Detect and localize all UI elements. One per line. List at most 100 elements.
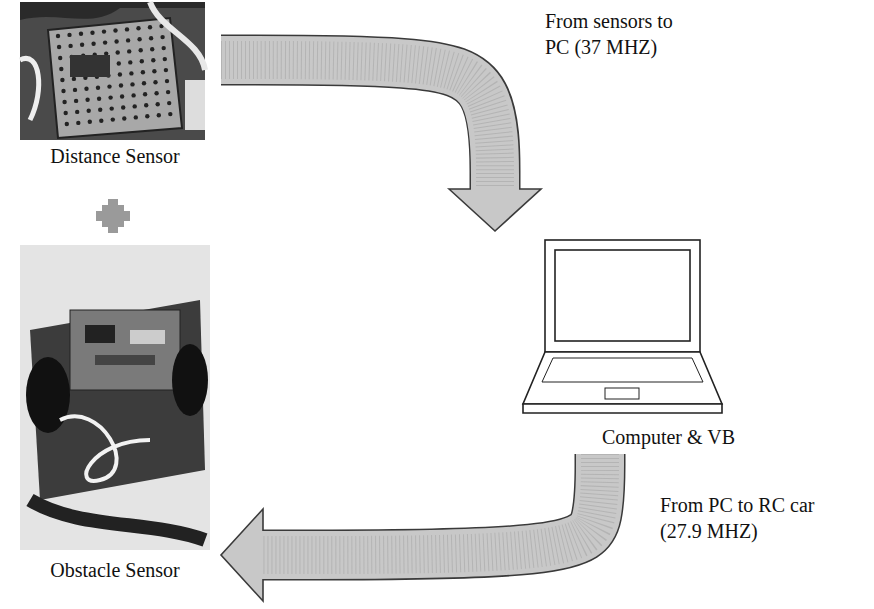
perfboard-hole (136, 26, 140, 30)
perfboard-hole (116, 50, 120, 54)
laptop-screen (555, 250, 690, 341)
perfboard-hole (117, 61, 121, 65)
perfboard-hole (143, 92, 147, 96)
perfboard-hole (99, 119, 103, 123)
cable (20, 58, 39, 120)
perfboard-hole (122, 116, 126, 120)
plus-sign (96, 199, 130, 233)
chip (85, 325, 115, 343)
chip (130, 330, 165, 344)
arrow-texture (221, 60, 495, 189)
perfboard-hole (139, 48, 143, 52)
cable (150, 2, 205, 70)
edge-label: From PC to RC car (27.9 MHZ) (660, 492, 835, 544)
perfboard-hole (118, 72, 122, 76)
perfboard-hole (98, 108, 102, 112)
perfboard (48, 18, 182, 138)
perfboard-hole (157, 113, 161, 117)
perfboard-hole (151, 58, 155, 62)
perfboard-hole (59, 67, 63, 71)
perfboard-hole (153, 80, 157, 84)
perfboard-hole (65, 122, 69, 126)
perfboard-hole (165, 79, 169, 83)
laptop-edge (523, 404, 722, 413)
perfboard-hole (152, 69, 156, 73)
perfboard-hole (88, 120, 92, 124)
perfboard-hole (63, 111, 67, 115)
picture-area (470, 235, 735, 425)
touchpad (605, 388, 639, 399)
perfboard-hole (130, 82, 134, 86)
perfboard-hole (148, 25, 152, 29)
keyboard (542, 358, 703, 382)
perfboard-hole (141, 70, 145, 74)
perfboard-hole (72, 77, 76, 81)
sensor-photo-node: Obstacle Sensor (15, 240, 215, 583)
node-caption: Computer & VB (470, 425, 735, 450)
perfboard-hole (162, 46, 166, 50)
perfboard-hole (110, 106, 114, 110)
chip (70, 55, 110, 77)
node-caption: Distance Sensor (15, 144, 215, 169)
perfboard-hole (114, 39, 118, 43)
picture-area (15, 240, 215, 558)
arrow-band (221, 60, 495, 193)
perfboard-hole (127, 49, 131, 53)
perfboard-hole (87, 109, 91, 113)
cable (60, 416, 150, 480)
perfboard-hole (58, 56, 62, 60)
perfboard-hole (111, 117, 115, 121)
sensor-photo-node: Distance Sensor (15, 2, 215, 169)
perfboard-hole (126, 38, 130, 42)
car-bumper (30, 500, 205, 540)
perfboard-hole (62, 100, 66, 104)
arrow-band (259, 454, 600, 555)
perfboard-hole (131, 93, 135, 97)
wheel (26, 357, 70, 433)
laptop-lid (545, 240, 700, 352)
perfboard-hole (113, 28, 117, 32)
perfboard-hole (67, 33, 71, 37)
arrow-texture (263, 454, 600, 555)
perfboard-hole (75, 110, 79, 114)
perfboard-hole (90, 31, 94, 35)
wheel (172, 344, 208, 416)
perfboard-hole (125, 27, 129, 31)
perfboard-hole (102, 29, 106, 33)
obstacle-sensor-photo (20, 245, 210, 550)
laptop (523, 240, 722, 413)
perfboard-hole (74, 99, 78, 103)
perfboard-hole (107, 84, 111, 88)
perfboard-hole (73, 88, 77, 92)
perfboard-holes (56, 24, 173, 126)
perfboard-hole (61, 89, 65, 93)
perfboard-hole (103, 40, 107, 44)
photo-ground (20, 245, 210, 550)
perfboard-hole (97, 97, 101, 101)
distance-sensor-photo (20, 2, 205, 140)
perfboard-hole (84, 87, 88, 91)
perfboard-hole (166, 90, 170, 94)
perfboard-hole (91, 42, 95, 46)
perfboard-hole (163, 57, 167, 61)
block-arrow (221, 60, 541, 231)
arrow-head (221, 509, 263, 601)
perfboard-hole (142, 81, 146, 85)
perfboard-hole (144, 103, 148, 107)
photo-ground (20, 2, 205, 140)
perfboard-hole (121, 105, 125, 109)
computer-node: Computer & VB (470, 235, 760, 450)
perfboard-hole (120, 94, 124, 98)
photo-shadow (20, 2, 205, 20)
perfboard-hole (156, 102, 160, 106)
perfboard-hole (85, 98, 89, 102)
perfboard-hole (140, 59, 144, 63)
perfboard-hole (128, 60, 132, 64)
perfboard-hole (80, 43, 84, 47)
perfboard-hole (96, 86, 100, 90)
perfboard-hole (167, 101, 171, 105)
edge-label: From sensors to PC (37 MHZ) (545, 8, 695, 60)
perfboard-hole (137, 37, 141, 41)
